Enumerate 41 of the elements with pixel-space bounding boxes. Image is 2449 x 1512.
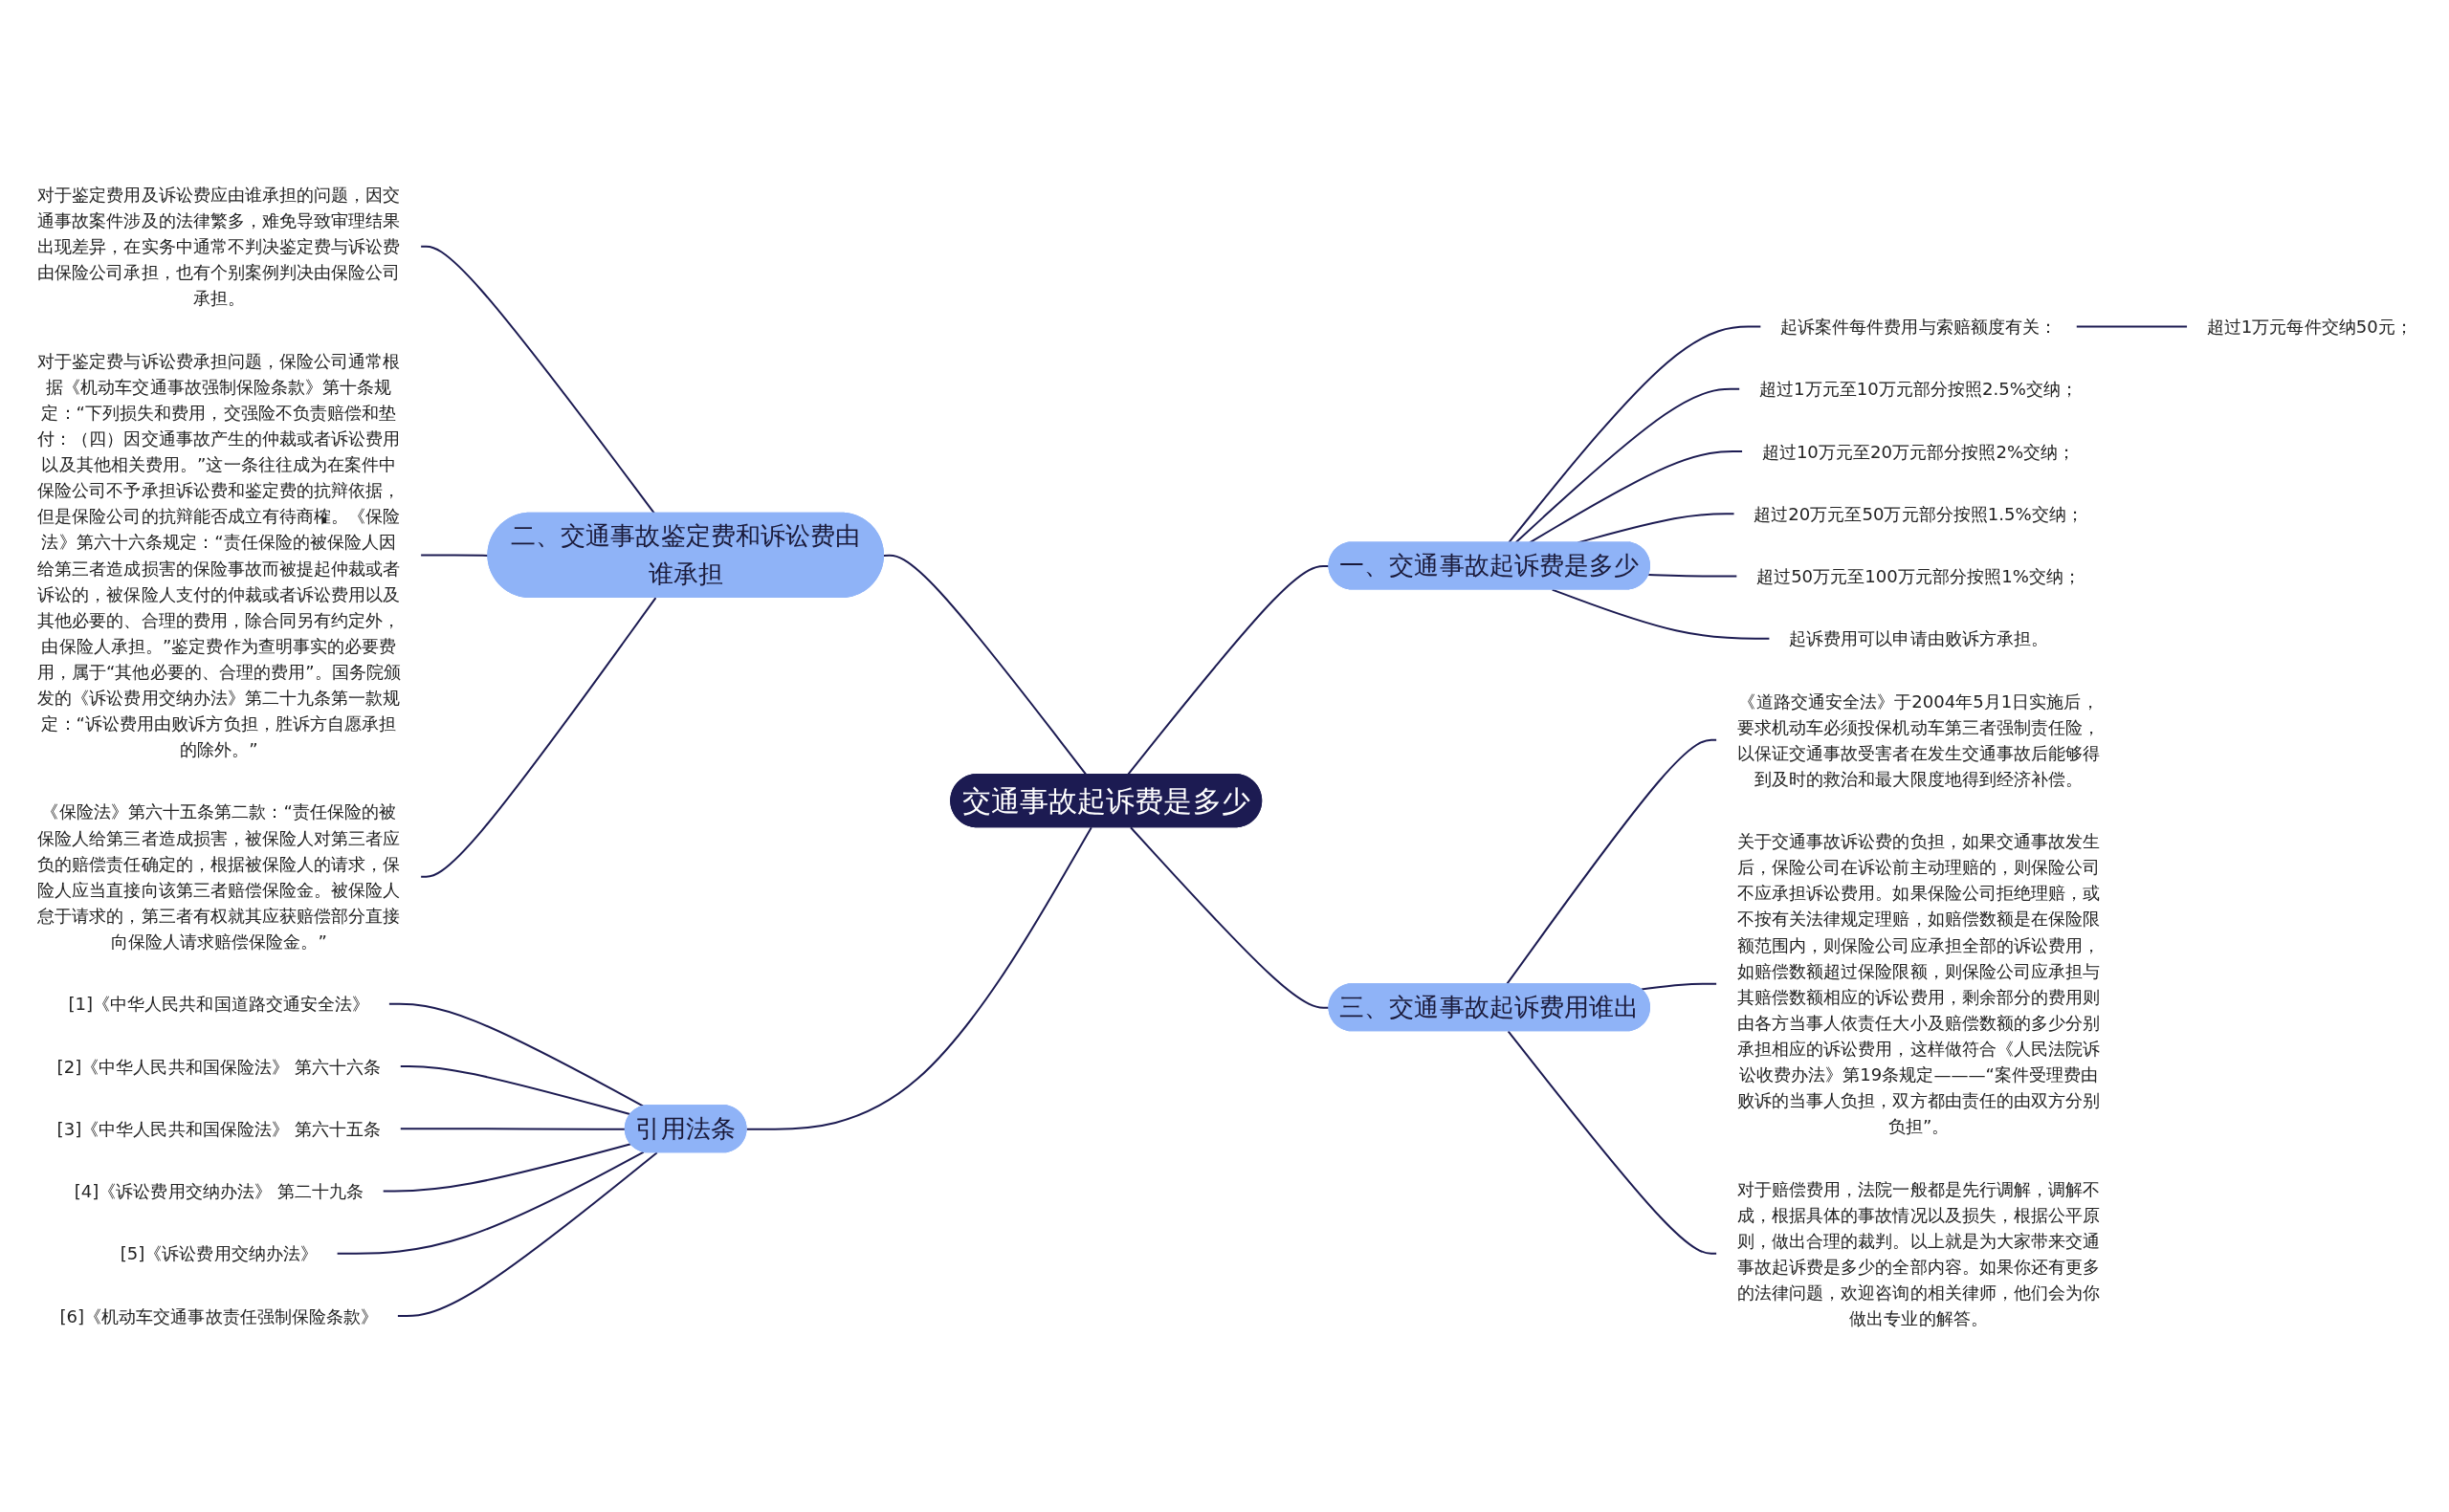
connector <box>746 826 1092 1130</box>
node-text: [6]《机动车交通事故责任强制保险条款》 <box>59 1304 379 1326</box>
connector <box>420 245 655 514</box>
node-text: 起诉费用可以申请由败诉方承担。 <box>1789 627 2049 648</box>
connector <box>1127 564 1330 776</box>
node-text: 超过1万元至10万元部分按照2.5%交纳； <box>1758 378 2079 399</box>
connector <box>1648 573 1737 578</box>
connector <box>400 1064 631 1115</box>
connector <box>1506 738 1717 985</box>
connector <box>1529 449 1743 543</box>
connector <box>397 1151 658 1317</box>
node-text: 起诉案件每件费用与索赔额度有关： <box>1780 316 2058 337</box>
connector <box>1508 325 1761 543</box>
connector <box>388 1002 645 1107</box>
node-text: [2]《中华人民共和国保险法》 第六十六条 <box>56 1055 382 1077</box>
node-text: [3]《中华人民共和国保险法》 第六十五条 <box>56 1118 382 1139</box>
connector <box>420 553 489 557</box>
node-text: 超过1万元每件交纳50元； <box>2206 316 2413 337</box>
connector <box>1514 387 1740 543</box>
connector <box>400 1127 626 1130</box>
connector <box>1130 826 1330 1009</box>
connector <box>1552 588 1770 640</box>
connector <box>337 1150 645 1255</box>
connector <box>2076 325 2188 328</box>
node-text: 对于鉴定费用及诉讼费应由谁承担的问题，因交通事故案件涉及的法律繁多，难免导致审理结果出现差异，在实务中通常不判决鉴定费与诉讼费由保险公司承担，也有个别案例判决由保险公司承担。 <box>37 184 401 308</box>
connector <box>420 597 657 878</box>
connector <box>1507 1030 1717 1255</box>
node-text: [1]《中华人民共和国道路交通安全法》 <box>68 993 370 1014</box>
node-text: 超过10万元至20万元部分按照2%交纳； <box>1761 440 2076 462</box>
node-text: 对于鉴定费与诉讼费承担问题，保险公司通常根据《机动车交通事故强制保险条款》第十条规定：“下列损失和费用，交强险不负责赔偿和垫付：（四）因交通事故产生的仲裁或者诉讼费用以及其他相关费用。”这一条往往成为在案件中保险公司不予承担诉讼费和鉴定费的抗辩依据，但是保险公司的抗辩能否成立有待商榷。《保险法》第六十六条规定：“责任保险的被保险人因给第三者造成损害的保险事故而被提起仲裁或者诉讼的，被保险人支付的仲裁或者诉讼费用以及其他必要的、合理的费用，除合同另有约定外，由保险人承担。”鉴定费作为查明事实的必要费用，属于“其他必要的、合理的费用”。国务院颁发的《诉讼费用交纳办法》第二十九条第一款规定：“诉讼费用由败诉方负担，胜诉方自愿承担的除外。” <box>36 350 401 759</box>
connector <box>383 1142 631 1192</box>
node-text: 《保险法》第六十五条第二款：“责任保险的被保险人给第三者造成损害，被保险人对第三者应负的赔偿责任确定的，根据被保险人的请求，保险人应当直接向该第三者赔偿保险金。被保险人怠于请求的，第三者有权就其应获赔偿部分直接向保险人请求赔偿保险金。” <box>37 800 401 952</box>
node-text: 超过50万元至100万元部分按照1%交纳； <box>1755 565 2082 586</box>
node-text: 《道路交通安全法》于2004年5月1日实施后，要求机动车必须投保机动车第三者强制责任险，以保证交通事故受害者在发生交通事故后能够得到及时的救治和最大限度地得到经济补偿。 <box>1736 690 2101 789</box>
node-text: 关于交通事故诉讼费的负担，如果交通事故发生后，保险公司在诉讼前主动理赔的，则保险公司不应承担诉讼费用。如果保险公司拒绝理赔，或不按有关法律规定理赔，如赔偿数额是在保险限额范围内，则保险公司应承担全部的诉讼费用，如赔偿数额超过保险限额，则保险公司应承担与其赔偿数额相应的诉讼费用，剩余部分的费用则由各方当事人依责任大小及赔偿数额的多少分别承担相应的诉讼费用，这样做符合《人民法院诉讼收费办法》第19条规定———“案件受理费由败诉的当事人负担，双方都由责任的由双方分别负担”。 <box>1736 830 2101 1136</box>
node-text: [4]《诉讼费用交纳办法》 第二十九条 <box>74 1180 364 1201</box>
node-text: [5]《诉讼费用交纳办法》 <box>120 1242 318 1263</box>
connector <box>1641 982 1717 991</box>
node-text: 对于赔偿费用，法院一般都是先行调解，调解不成，根据具体的事故情况以及损失，根据公平原则，做出合理的裁判。以上就是为大家带来交通事故起诉费是多少的全部内容。如果你还有更多的法律问题，欢迎咨询的相关律师，他们会为你做出专业的解答。 <box>1736 1177 2101 1328</box>
node-text: 超过20万元至50万元部分按照1.5%交纳； <box>1754 503 2084 524</box>
connector <box>883 554 1088 776</box>
